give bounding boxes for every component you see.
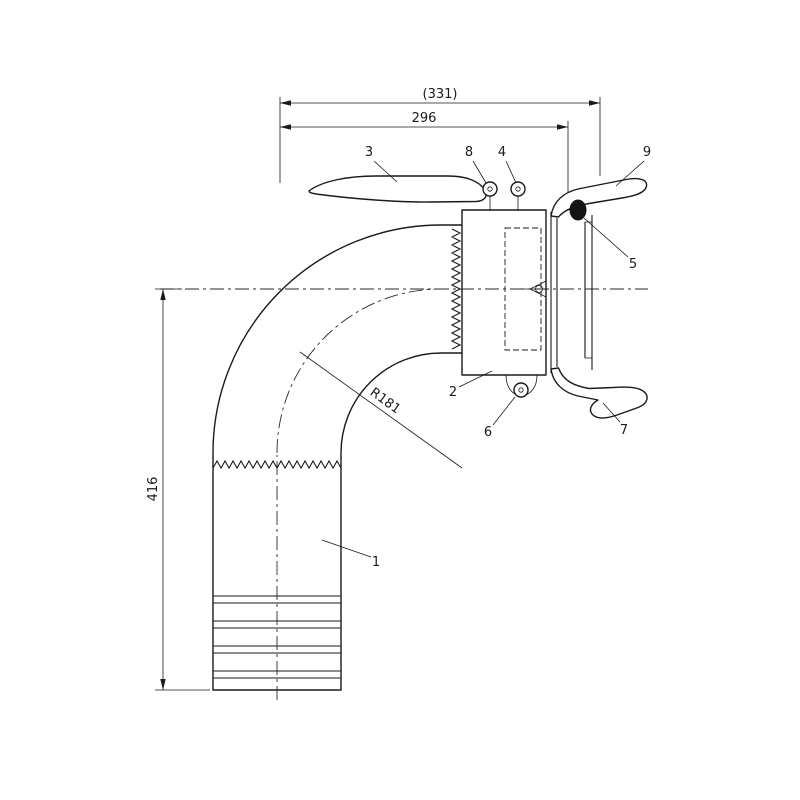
adapter-body bbox=[550, 212, 593, 373]
adapter-lever-top bbox=[550, 177, 648, 218]
hose-barb-rings bbox=[213, 595, 341, 679]
elbow-pipe-outline bbox=[212, 224, 463, 691]
bottom-pin-circle bbox=[513, 382, 529, 398]
radius-leader-line bbox=[299, 351, 463, 469]
bend-radius-annotation: R181 bbox=[299, 351, 463, 469]
centerline-bend-arc bbox=[276, 288, 442, 454]
leader-1 bbox=[321, 539, 372, 558]
pipe-outer-wall bbox=[212, 224, 463, 691]
arrowhead-bottom bbox=[160, 679, 166, 690]
callout-7: 7 bbox=[620, 423, 628, 438]
centerlines bbox=[160, 288, 648, 700]
leader-6 bbox=[492, 396, 516, 426]
callout-2: 2 bbox=[449, 385, 457, 400]
callout-1: 1 bbox=[372, 555, 380, 570]
bottom-pin bbox=[505, 374, 538, 398]
cam-pin-right-circle bbox=[510, 181, 526, 197]
dim-overall-width-label: (331) bbox=[423, 87, 458, 102]
cam-lever-handle bbox=[308, 175, 487, 203]
leader-9 bbox=[615, 160, 645, 187]
leader-2 bbox=[458, 370, 493, 388]
leader-3 bbox=[373, 160, 398, 183]
callout-6: 6 bbox=[484, 425, 492, 440]
knurled-band bbox=[212, 459, 342, 470]
arrowhead-left bbox=[280, 124, 291, 130]
threaded-section bbox=[450, 228, 462, 350]
dimension-overall-width: (331) bbox=[279, 87, 601, 183]
dim-coupling-width-label: 296 bbox=[412, 111, 437, 126]
cam-pin-right-center bbox=[515, 186, 521, 192]
cam-detail-arrow bbox=[529, 280, 547, 298]
coupler-hidden-thread bbox=[504, 227, 542, 351]
cam-pin-left-circle bbox=[482, 181, 498, 197]
arrowhead-right bbox=[557, 124, 568, 130]
callout-9: 9 bbox=[643, 145, 651, 160]
dim-overall-height-label: 416 bbox=[146, 477, 161, 502]
bottom-pin-center bbox=[518, 387, 524, 393]
callout-8: 8 bbox=[465, 145, 473, 160]
adapter-caps bbox=[585, 221, 592, 359]
pin-stems bbox=[489, 196, 519, 211]
arrowhead-top bbox=[160, 289, 166, 300]
dimension-coupling-width: 296 bbox=[280, 111, 569, 192]
callouts: 1 2 3 4 5 6 7 8 9 bbox=[321, 145, 651, 570]
leader-7 bbox=[602, 402, 621, 423]
cam-pins-top bbox=[482, 181, 526, 211]
callout-4: 4 bbox=[498, 145, 506, 160]
callout-5: 5 bbox=[629, 257, 637, 272]
gasket-seal bbox=[569, 199, 587, 221]
coupler-body bbox=[461, 209, 547, 376]
leader-8 bbox=[472, 160, 487, 184]
leader-5 bbox=[583, 217, 629, 258]
barb-ring-lines bbox=[213, 595, 341, 679]
cam-detail-circle bbox=[535, 285, 543, 293]
callout-3: 3 bbox=[365, 145, 373, 160]
pipe-inner-wall bbox=[340, 352, 463, 691]
leader-4 bbox=[505, 160, 517, 184]
cam-pin-left-center bbox=[487, 186, 493, 192]
arrowhead-right bbox=[589, 100, 600, 106]
adapter-lever-bottom bbox=[550, 367, 648, 419]
bend-radius-label: R181 bbox=[367, 385, 403, 417]
dimension-overall-height: 416 bbox=[146, 288, 210, 691]
arrowhead-left bbox=[280, 100, 291, 106]
